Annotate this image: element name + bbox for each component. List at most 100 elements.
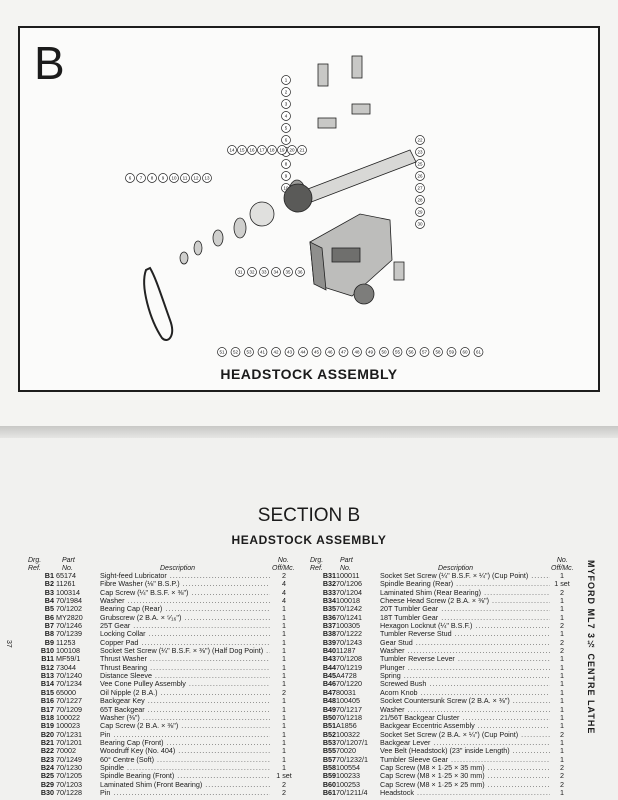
parts-qty: 1	[282, 737, 286, 747]
parts-ref: B37	[322, 621, 336, 631]
callout-circle	[281, 159, 291, 169]
parts-part: 70/1205	[56, 771, 82, 781]
callout-circle	[257, 347, 268, 357]
callout-label: 16	[249, 148, 255, 153]
callout-label: 31	[237, 270, 243, 275]
header-off1-2: No.	[556, 557, 568, 564]
parts-ref: B47	[322, 687, 336, 697]
parts-qty: 1	[282, 696, 286, 706]
callout-circle	[365, 347, 376, 357]
parts-ref: B16	[40, 696, 54, 706]
parts-desc: 21/56T Backgear Cluster	[380, 714, 550, 722]
parts-qty: 1	[282, 604, 286, 614]
header-no-2: No.	[340, 565, 351, 572]
callout-label: 2	[285, 90, 288, 95]
parts-qty: 1	[560, 612, 564, 622]
callout-circle	[281, 111, 291, 121]
parts-qty: 2	[560, 621, 564, 631]
page-number: 37	[5, 640, 12, 648]
parts-part: 100023	[56, 721, 80, 731]
callout-circle	[473, 347, 484, 357]
parts-desc: Screwed Bush	[380, 680, 550, 688]
header-ref-2: Ref.	[310, 565, 323, 572]
callout-circle	[311, 347, 322, 357]
backgear-shape	[179, 183, 375, 305]
parts-ref: B10	[40, 646, 54, 656]
parts-ref: B36	[322, 612, 336, 622]
parts-part: 65174	[56, 571, 76, 580]
parts-qty: 1	[560, 704, 564, 714]
parts-desc: Spindle	[100, 764, 270, 772]
parts-qty: 1	[560, 787, 564, 797]
parts-desc: Bearing Cap (Rear)	[100, 605, 270, 613]
parts-row: B4011287Washer2	[308, 646, 582, 655]
parts-desc: Sight-feed Lubricator	[100, 572, 270, 580]
parts-desc: Cap Screw (M8 × 1·25 × 25 mm)	[380, 781, 550, 789]
parts-qty: 2	[282, 779, 286, 789]
callout-label: 18	[269, 148, 275, 153]
header-description-2: Description	[438, 565, 474, 572]
parts-ref: B48	[322, 696, 336, 706]
callout-label: 21	[299, 148, 305, 153]
callout-label: 57	[422, 350, 428, 355]
parts-qty: 1	[560, 687, 564, 697]
header-off1: No.	[277, 557, 289, 564]
callout-circle	[419, 347, 430, 357]
callout-circle	[136, 173, 146, 183]
parts-qty: 1	[560, 746, 564, 756]
callout-label: 33	[261, 270, 267, 275]
parts-qty: 1	[282, 762, 286, 772]
callout-circle	[415, 171, 425, 181]
callout-circle	[180, 173, 190, 183]
parts-part: 70/1220	[336, 679, 362, 689]
parts-qty: 1	[282, 654, 286, 664]
callout-circle	[415, 195, 425, 205]
parts-part: 100011	[336, 571, 360, 580]
parts-ref: B35	[322, 604, 336, 614]
parts-desc: Thrust Washer	[100, 655, 270, 663]
parts-desc: Tumbler Reverse Stud	[380, 630, 550, 638]
parts-desc: Laminated Shim (Front Bearing)	[100, 781, 270, 789]
callout-label: 5	[285, 126, 288, 131]
parts-ref: B51	[322, 721, 336, 731]
callout-circle	[247, 145, 257, 155]
callout-circle	[158, 173, 168, 183]
callout-label: 46	[327, 350, 333, 355]
parts-ref: B21	[40, 737, 54, 747]
callout-label: 10	[283, 186, 289, 191]
parts-ref: B12	[40, 662, 54, 672]
callout-circle	[267, 145, 277, 155]
callout-circle	[257, 145, 267, 155]
parts-desc: Socket Set Screw (¼" B.S.F. × ¼") (Cup P…	[380, 572, 550, 580]
header-ref: Ref.	[28, 565, 41, 572]
callout-label: 51	[219, 350, 225, 355]
callout-circle	[281, 99, 291, 109]
callout-label: 35	[285, 270, 291, 275]
diagram-frame	[18, 26, 600, 392]
parts-part: 70/1209	[56, 704, 82, 714]
parts-desc: Fibre Washer (⅛" B.S.P.)	[100, 580, 270, 588]
callout-label: 47	[341, 350, 347, 355]
parts-part: 70/1234	[56, 679, 82, 689]
callout-circle	[284, 347, 295, 357]
callout-circle	[415, 147, 425, 157]
parts-ref: B3	[44, 587, 54, 597]
assembly-title: HEADSTOCK ASSEMBLY	[231, 533, 387, 547]
parts-part: 70/1228	[56, 787, 82, 797]
